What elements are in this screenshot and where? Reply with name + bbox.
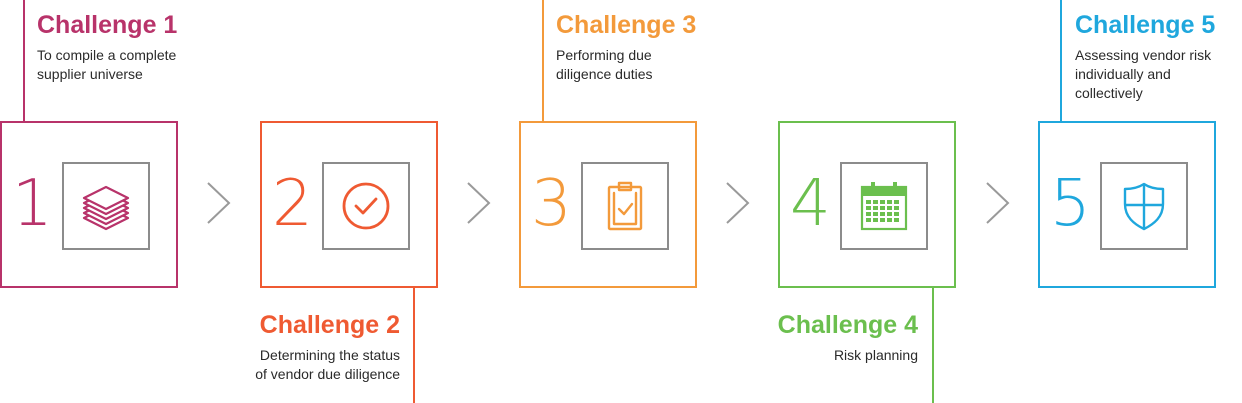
step-1-number: 1	[12, 167, 53, 241]
challenge-2-desc: Determining the status of vendor due dil…	[255, 347, 400, 382]
shield-icon	[1123, 182, 1165, 231]
challenge-1-callout: Challenge 1 To compile a complete suppli…	[37, 10, 257, 84]
connector-1	[23, 0, 25, 121]
chevron-right-icon	[986, 182, 1010, 224]
chevron-right-icon	[726, 182, 750, 224]
step-2-icon-frame	[322, 162, 410, 250]
challenge-5-callout: Challenge 5 Assessing vendor risk indivi…	[1075, 10, 1240, 103]
clipboard-check-icon	[607, 181, 643, 231]
layers-stack-icon	[82, 185, 130, 231]
challenge-4-desc: Risk planning	[833, 347, 918, 363]
challenge-2-title: Challenge 2	[259, 311, 400, 339]
step-3-icon-frame	[581, 162, 669, 250]
connector-2	[413, 288, 415, 403]
step-4-number: 4	[790, 167, 831, 241]
connector-4	[932, 288, 934, 403]
chevron-right-icon	[207, 182, 231, 224]
connector-5	[1060, 0, 1062, 121]
challenge-4-title: Challenge 4	[777, 311, 918, 339]
step-1-icon-frame	[62, 162, 150, 250]
challenge-1-desc: To compile a complete supplier universe	[37, 47, 177, 82]
challenge-3-desc: Performing due diligence duties	[556, 47, 653, 82]
step-5-number: 5	[1050, 167, 1091, 241]
challenge-1-title: Challenge 1	[37, 11, 178, 39]
step-2-box: 2	[260, 121, 438, 288]
connector-3	[542, 0, 544, 121]
step-1-box: 1	[0, 121, 178, 288]
step-2-number: 2	[272, 167, 313, 241]
step-3-box: 3	[519, 121, 697, 288]
step-4-icon-frame	[840, 162, 928, 250]
calendar-icon	[860, 182, 908, 231]
check-circle-icon	[342, 182, 390, 230]
step-5-box: 5	[1038, 121, 1216, 288]
step-4-box: 4	[778, 121, 956, 288]
challenge-2-callout: Challenge 2 Determining the status of ve…	[180, 310, 400, 384]
step-3-number: 3	[531, 167, 572, 241]
challenge-5-title: Challenge 5	[1075, 11, 1216, 39]
challenge-3-callout: Challenge 3 Performing due diligence dut…	[556, 10, 776, 84]
challenge-4-callout: Challenge 4 Risk planning	[698, 310, 918, 365]
challenge-5-desc: Assessing vendor risk individually and c…	[1075, 47, 1212, 101]
challenge-3-title: Challenge 3	[556, 11, 697, 39]
step-5-icon-frame	[1100, 162, 1188, 250]
chevron-right-icon	[467, 182, 491, 224]
